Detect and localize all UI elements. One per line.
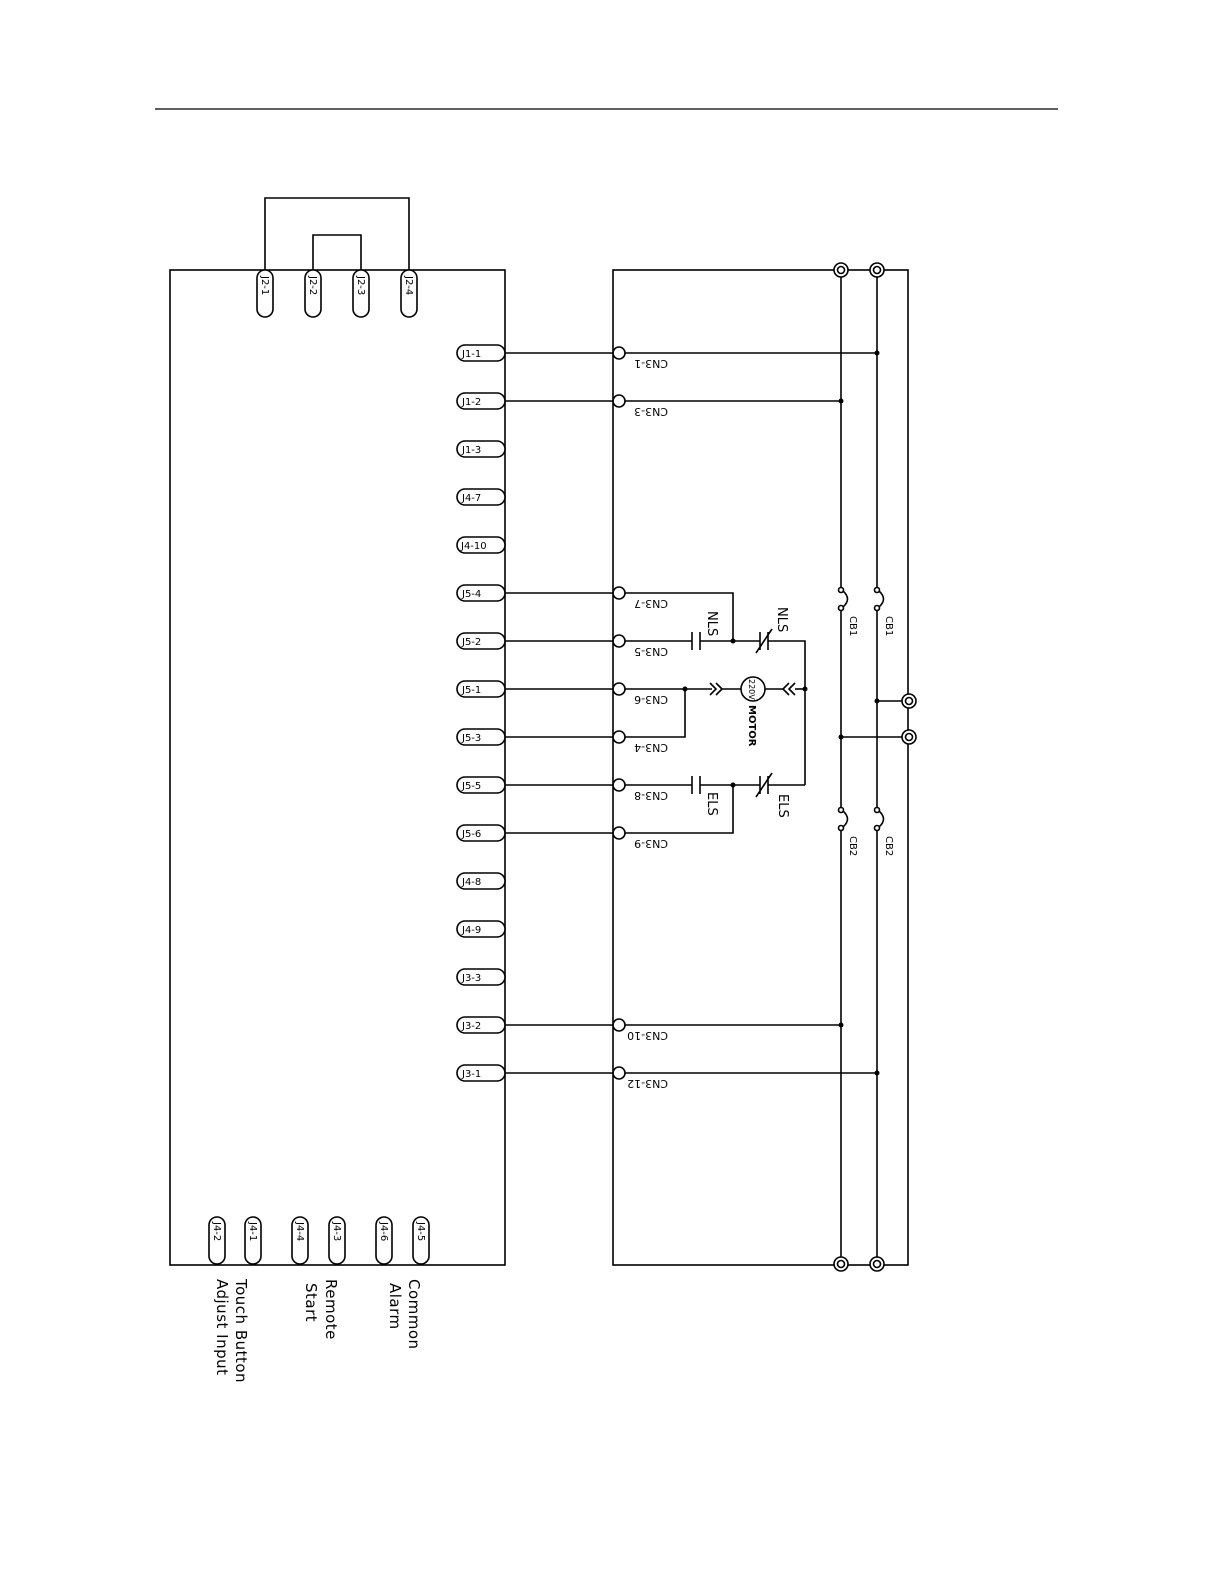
cn3-label: CN3-5 — [634, 645, 668, 658]
els-label: ELS — [775, 794, 790, 818]
svg-text:J3-3: J3-3 — [461, 973, 481, 984]
cb1-label: CB1 — [883, 616, 894, 636]
j5-pin: J5-1 — [457, 681, 505, 697]
j4-pin: J4-9 — [457, 921, 505, 937]
caption-remote: Remote — [322, 1279, 340, 1340]
svg-text:J4-8: J4-8 — [461, 877, 481, 888]
svg-text:J2-2: J2-2 — [307, 275, 318, 295]
j4-pin: J4-7 — [457, 489, 505, 505]
jumper-j2-1-to-j2-4 — [265, 198, 409, 270]
j2-pin: J2-3 — [353, 270, 369, 317]
svg-text:J4-10: J4-10 — [460, 541, 487, 552]
j5-pin: J5-3 — [457, 729, 505, 745]
j4-bottom-pin: J4-3 — [329, 1217, 345, 1264]
cn3-label: CN3-9 — [634, 837, 668, 850]
j2-pin: J2-1 — [257, 270, 273, 317]
j4-bottom-pin: J4-5 — [413, 1217, 429, 1264]
svg-text:J4-6: J4-6 — [378, 1221, 389, 1241]
svg-text:J2-1: J2-1 — [259, 275, 270, 295]
j5-pin: J5-2 — [457, 633, 505, 649]
cn3-label: CN3-12 — [627, 1077, 668, 1090]
j1-pin: J1-1 — [457, 345, 505, 361]
controller-board — [170, 270, 505, 1265]
svg-text:J1-3: J1-3 — [461, 445, 481, 456]
svg-text:J5-3: J5-3 — [461, 733, 481, 744]
svg-text:J2-4: J2-4 — [403, 275, 414, 295]
motor-label: MOTOR — [746, 705, 757, 747]
breaker-cb2-a — [839, 808, 848, 831]
svg-text:J1-2: J1-2 — [461, 397, 481, 408]
junction-dots — [683, 351, 880, 1076]
j3-pin: J3-3 — [457, 969, 505, 985]
j3-pin: J3-1 — [457, 1065, 505, 1081]
j4-pin: J4-10 — [457, 537, 505, 553]
cb2-label: CB2 — [847, 836, 858, 856]
j1-pin: J1-3 — [457, 441, 505, 457]
cn3-label: CN3-7 — [634, 597, 668, 610]
svg-text:J4-2: J4-2 — [211, 1221, 222, 1241]
caption-common: Common — [405, 1279, 423, 1350]
caption-alarm: Alarm — [386, 1283, 404, 1330]
terminal-box — [613, 270, 908, 1265]
svg-text:J5-1: J5-1 — [461, 685, 481, 696]
j5-pin: J5-6 — [457, 825, 505, 841]
jumper-j2-2-to-j2-3 — [313, 235, 361, 270]
cn3-label: CN3-4 — [634, 741, 668, 754]
svg-text:J4-9: J4-9 — [461, 925, 481, 936]
svg-text:J5-5: J5-5 — [461, 781, 481, 792]
nls-label: NLS — [774, 607, 789, 632]
els-label: ELS — [704, 792, 719, 816]
nls-label: NLS — [704, 611, 719, 636]
j5-pin: J5-5 — [457, 777, 505, 793]
svg-text:J2-3: J2-3 — [355, 275, 366, 295]
cb2-label: CB2 — [883, 836, 894, 856]
j2-pin: J2-2 — [305, 270, 321, 317]
svg-text:J4-5: J4-5 — [415, 1221, 426, 1241]
cn3-label: CN3-3 — [634, 405, 668, 418]
svg-text:J3-1: J3-1 — [461, 1069, 481, 1080]
caption-touch-button: Touch Button — [232, 1278, 250, 1383]
cn3-terminals — [613, 347, 625, 1079]
svg-text:J4-1: J4-1 — [247, 1221, 258, 1241]
breaker-cb1-a — [839, 588, 848, 611]
breaker-cb1-b — [875, 588, 884, 611]
svg-text:J5-6: J5-6 — [461, 829, 481, 840]
cb1-label: CB1 — [847, 616, 858, 636]
j4-bottom-pin: J4-2 — [209, 1217, 225, 1264]
line-terminals — [834, 263, 916, 1271]
svg-text:J3-2: J3-2 — [461, 1021, 481, 1032]
cn3-label: CN3-10 — [627, 1029, 668, 1042]
caption-adjust-input: Adjust Input — [213, 1279, 231, 1376]
j1-pin: J1-2 — [457, 393, 505, 409]
j4-bottom-pin: J4-1 — [245, 1217, 261, 1264]
j2-pin: J2-4 — [401, 270, 417, 317]
caption-start: Start — [302, 1283, 320, 1322]
j4-bottom-pin: J4-4 — [292, 1217, 308, 1264]
svg-text:J4-4: J4-4 — [294, 1221, 305, 1241]
svg-text:J4-3: J4-3 — [331, 1221, 342, 1241]
j5-pin: J5-4 — [457, 585, 505, 601]
motor-voltage-label: 220V — [747, 679, 756, 700]
svg-text:J5-2: J5-2 — [461, 637, 481, 648]
breaker-cb2-b — [875, 808, 884, 831]
j4-pin: J4-8 — [457, 873, 505, 889]
svg-text:J1-1: J1-1 — [461, 349, 481, 360]
svg-text:J4-7: J4-7 — [461, 493, 481, 504]
svg-text:J5-4: J5-4 — [461, 589, 481, 600]
wire-set — [505, 353, 613, 1073]
cn3-label: CN3-8 — [634, 789, 668, 802]
j3-pin: J3-2 — [457, 1017, 505, 1033]
j4-bottom-pin: J4-6 — [376, 1217, 392, 1264]
cn3-label: CN3-6 — [634, 693, 668, 706]
cn3-label: CN3-1 — [634, 357, 668, 370]
power-rails — [841, 276, 903, 1258]
